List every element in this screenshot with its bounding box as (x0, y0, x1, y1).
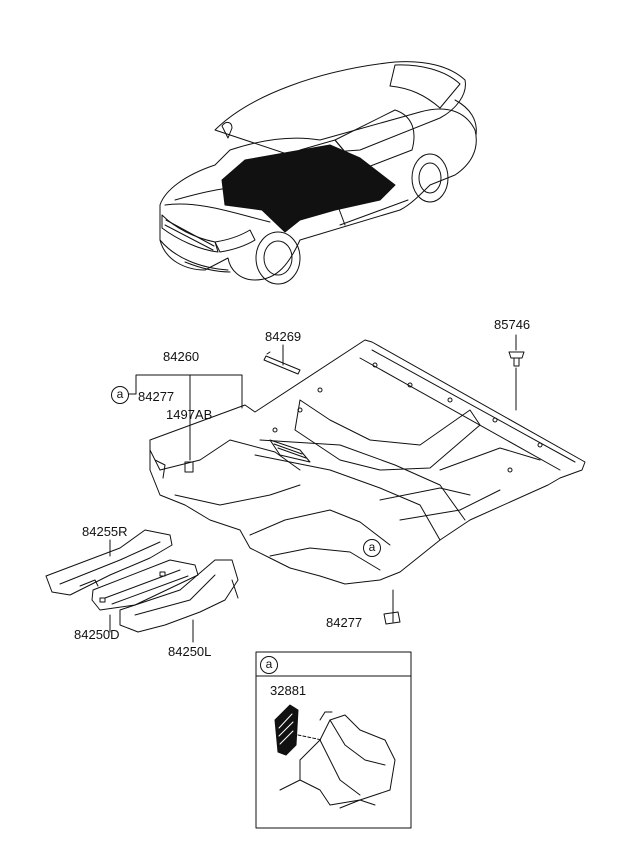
detail-marker-a: a (260, 656, 278, 674)
callout-85746: 85746 (494, 317, 531, 332)
callout-84277-lower: 84277 (326, 615, 363, 630)
callout-84250L: 84250L (168, 644, 212, 659)
callout-84269: 84269 (265, 329, 302, 344)
part-84255R (45, 529, 173, 596)
ref-marker-a-floor: a (363, 539, 381, 557)
ref-marker-a-left: a (111, 386, 129, 404)
car-illustration (159, 61, 477, 285)
callout-84255R: 84255R (82, 524, 128, 539)
detail-box-a (255, 651, 412, 829)
strip-84269 (263, 351, 301, 375)
callout-84250D: 84250D (74, 627, 120, 642)
callout-1497AB: 1497AB (166, 407, 213, 422)
callout-84260: 84260 (163, 349, 200, 364)
callout-84277-upper: 84277 (138, 389, 175, 404)
floor-carpet-84260 (149, 339, 586, 585)
leader-lines (109, 334, 517, 643)
part-84250L (119, 559, 239, 633)
pad-84277-lower (383, 611, 401, 625)
part-84250D (91, 559, 199, 611)
clip-85746 (508, 351, 525, 367)
callout-32881: 32881 (270, 683, 307, 698)
